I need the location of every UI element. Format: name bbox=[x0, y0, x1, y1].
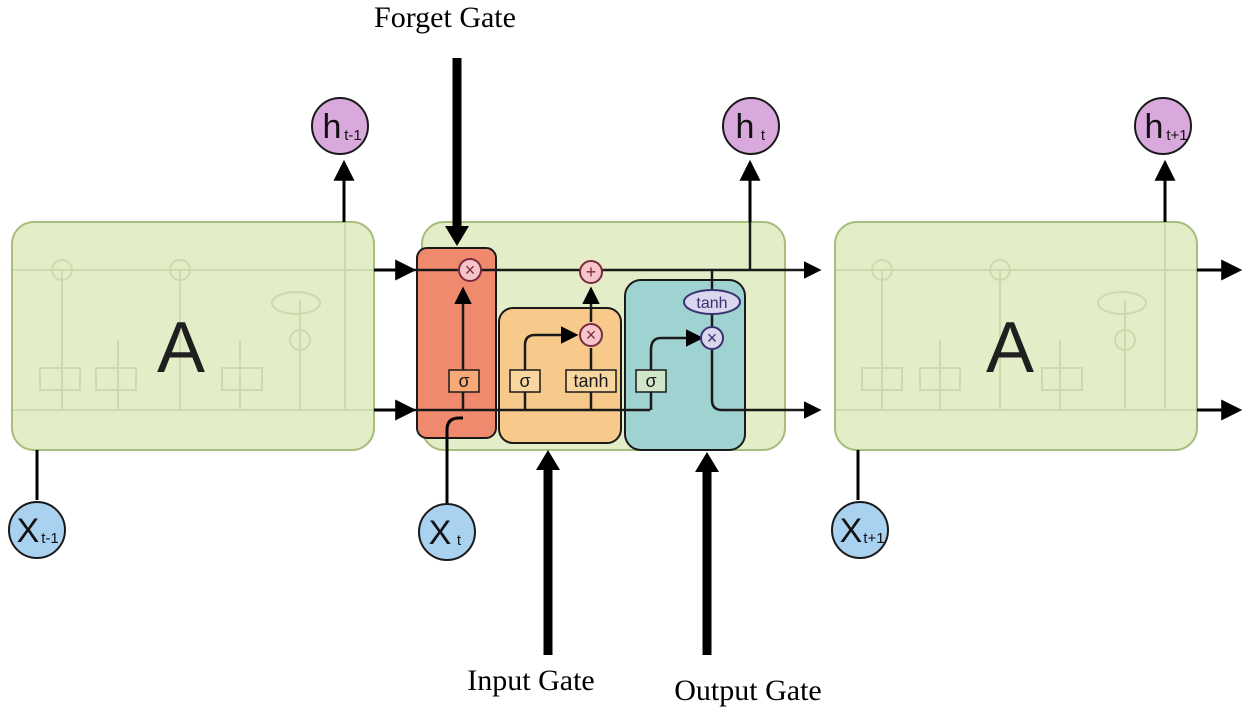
h-node-prev: h t-1 bbox=[311, 97, 369, 155]
lstm-cell-left: A bbox=[11, 221, 375, 451]
output-multiply-symbol: × bbox=[707, 328, 718, 348]
output-sigma-box: σ bbox=[635, 369, 667, 393]
input-pointer-head bbox=[536, 450, 560, 470]
outer-arrows bbox=[35, 159, 1243, 505]
forget-sigma-box: σ bbox=[448, 369, 480, 393]
right-cell-faint-internals bbox=[835, 222, 1197, 411]
x-node-current: X t bbox=[418, 503, 476, 561]
h-prev-sub: t-1 bbox=[344, 127, 362, 144]
cell-add-op: + bbox=[579, 260, 603, 284]
left-cell-faint-internals bbox=[12, 222, 374, 411]
input-multiply-symbol: × bbox=[586, 325, 597, 345]
forget-multiply-symbol: × bbox=[465, 260, 476, 280]
output-pointer-head bbox=[695, 452, 719, 472]
x-prev-sub: t-1 bbox=[41, 530, 59, 547]
gate-pointer-arrows bbox=[452, 58, 712, 655]
x-next-main: X bbox=[840, 512, 863, 550]
x-next-sub: t+1 bbox=[863, 530, 884, 547]
x-node-next: X t+1 bbox=[831, 501, 889, 559]
h-node-next: h t+1 bbox=[1134, 97, 1192, 155]
h-node-current: h t bbox=[722, 97, 780, 155]
h-current-sub: t bbox=[761, 127, 766, 144]
add-symbol: + bbox=[586, 262, 597, 282]
h-prev-main: h bbox=[323, 108, 342, 146]
x-prev-main: X bbox=[17, 512, 40, 550]
output-multiply-op: × bbox=[700, 326, 724, 350]
forget-sigma-text: σ bbox=[458, 371, 469, 391]
x-node-prev: X t-1 bbox=[8, 501, 66, 559]
input-tanh-text: tanh bbox=[573, 371, 608, 391]
lstm-cell-right: A bbox=[834, 221, 1198, 451]
input-sigma-text: σ bbox=[519, 371, 530, 391]
forget-pointer-head bbox=[445, 226, 469, 246]
output-tanh-text: tanh bbox=[696, 295, 727, 312]
h-next-main: h bbox=[1145, 108, 1164, 146]
output-sigma-text: σ bbox=[645, 371, 656, 391]
input-multiply-op: × bbox=[579, 323, 603, 347]
x-current-main: X bbox=[429, 514, 452, 552]
forget-gate-label: Forget Gate bbox=[374, 1, 516, 34]
center-cell-wiring bbox=[374, 222, 822, 419]
h-next-sub: t+1 bbox=[1166, 127, 1187, 144]
x-current-sub: t bbox=[457, 532, 462, 549]
input-tanh-box: tanh bbox=[565, 369, 617, 393]
forget-multiply-op: × bbox=[458, 258, 482, 282]
cell-title-right: A bbox=[986, 308, 1034, 388]
input-gate-label: Input Gate bbox=[467, 664, 594, 697]
output-tanh-op: tanh bbox=[683, 289, 741, 315]
h-current-main: h bbox=[736, 108, 755, 146]
cell-title-left: A bbox=[157, 308, 205, 388]
input-sigma-box: σ bbox=[509, 369, 541, 393]
output-gate-label: Output Gate bbox=[674, 674, 821, 707]
gate-pointer-heads bbox=[445, 226, 719, 472]
